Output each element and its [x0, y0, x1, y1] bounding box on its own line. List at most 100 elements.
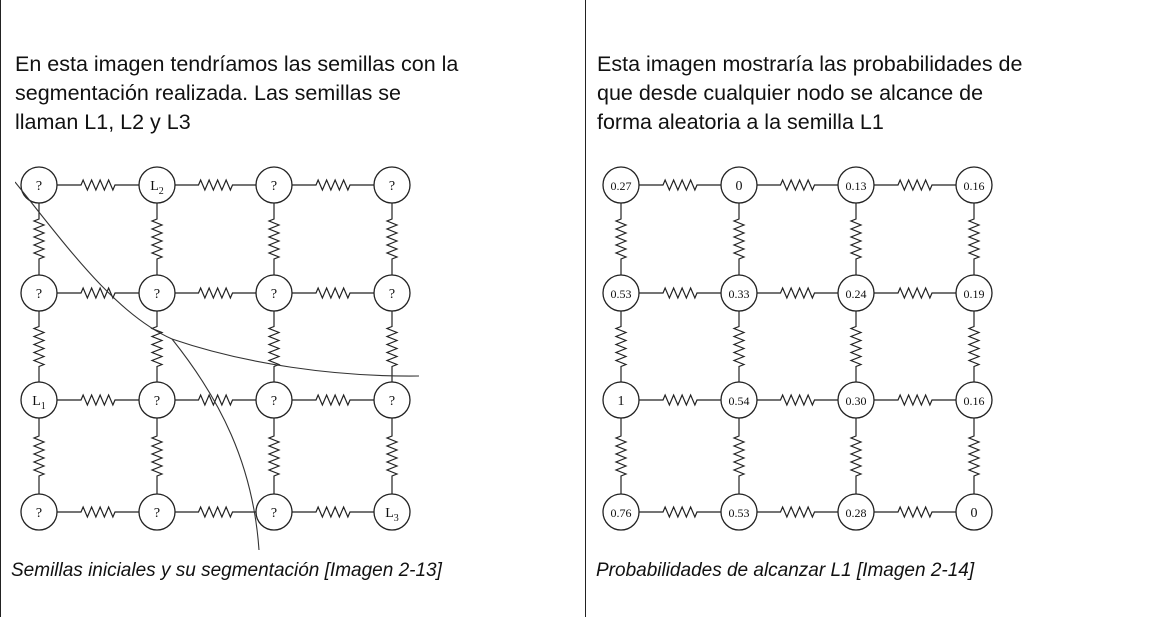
resistor-edge: [385, 311, 399, 382]
resistor-edge: [732, 311, 746, 382]
node-label: ?: [389, 394, 395, 409]
node-label: 0.19: [964, 287, 985, 301]
resistor-edge: [150, 311, 164, 382]
node-label: 0.54: [729, 394, 750, 408]
resistor-edge: [732, 203, 746, 275]
right-column: Esta imagen mostraría las probabilidades…: [586, 0, 1153, 617]
grid-node: [255, 493, 293, 531]
grid-node: [955, 493, 993, 531]
node-label: 0.30: [846, 394, 867, 408]
node-label: ?: [36, 179, 42, 194]
grid-node: [837, 381, 875, 419]
probability-figure: 0.27 0 0.13 0.16 0.53 0.33 0.24 0.19 1 0.54 0.30 0.…: [602, 166, 993, 531]
grid-node: [837, 274, 875, 312]
resistor-edge: [967, 203, 981, 275]
node-label: 0.53: [729, 506, 750, 520]
grid-node: [373, 274, 411, 312]
resistor-edge: [849, 203, 863, 275]
description-line: En esta imagen tendríamos las semillas c…: [15, 52, 459, 76]
node-label: ?: [271, 179, 277, 194]
resistor-edge: [267, 203, 281, 275]
resistor-edge: [175, 178, 256, 192]
description-line: que desde cualquier nodo se alcance de: [597, 81, 984, 105]
node-label: 0.24: [846, 287, 867, 301]
grid-node: [602, 381, 640, 419]
resistor-edge: [849, 311, 863, 382]
segmentation-boundary: [15, 181, 420, 377]
node-label: ?: [271, 506, 277, 521]
description-line: Esta imagen mostraría las probabilidades…: [597, 52, 1023, 76]
grid-node: [373, 493, 411, 531]
grid-node: [602, 274, 640, 312]
grid-node: [20, 381, 58, 419]
grid-node: [837, 493, 875, 531]
resistor-edge: [57, 178, 139, 192]
resistor-edge: [175, 505, 256, 519]
resistor-edge: [57, 505, 139, 519]
resistor-edge: [639, 178, 721, 192]
node-label: 0: [971, 506, 978, 521]
node-label: 0.27: [611, 179, 632, 193]
grid-node: [955, 166, 993, 204]
left-description: En esta imagen tendríamos las semillas c…: [15, 50, 575, 137]
grid-node: [255, 274, 293, 312]
node-label: ?: [389, 179, 395, 194]
grid-node: [138, 493, 176, 531]
node-label: 0.53: [611, 287, 632, 301]
resistor-edge: [175, 393, 256, 407]
grid-node: [720, 493, 758, 531]
node-label: ?: [389, 287, 395, 302]
seed-segmentation-figure: ?L2??????L1??????L3: [15, 166, 420, 550]
grid-node: [20, 274, 58, 312]
node-label: 0.33: [729, 287, 750, 301]
node-label: ?: [36, 506, 42, 521]
resistor-edge: [32, 203, 46, 275]
grid-node: [138, 381, 176, 419]
resistor-edge: [874, 286, 956, 300]
grid-node: [20, 166, 58, 204]
left-caption: Semillas iniciales y su segmentación [Im…: [11, 560, 442, 581]
node-label: ?: [36, 287, 42, 302]
resistor-edge: [32, 418, 46, 494]
resistor-edge: [732, 418, 746, 494]
node-label: 0.13: [846, 179, 867, 193]
grid-node: [720, 274, 758, 312]
resistor-edge: [757, 505, 838, 519]
grid-node: [955, 381, 993, 419]
resistor-edge: [757, 178, 838, 192]
node-label: 0: [736, 179, 743, 194]
resistor-edge: [639, 393, 721, 407]
right-caption: Probabilidades de alcanzar L1 [Imagen 2-…: [596, 560, 975, 581]
grid-node: [138, 166, 176, 204]
resistor-edge: [639, 286, 721, 300]
right-description: Esta imagen mostraría las probabilidades…: [597, 50, 1153, 137]
resistor-edge: [292, 393, 374, 407]
grid-node: [720, 381, 758, 419]
node-label: ?: [271, 394, 277, 409]
resistor-edge: [175, 286, 256, 300]
resistor-edge: [849, 418, 863, 494]
node-label: ?: [271, 287, 277, 302]
node-label: ?: [154, 394, 160, 409]
description-line: segmentación realizada. Las semillas se: [15, 81, 402, 105]
resistor-edge: [967, 418, 981, 494]
resistor-edge: [874, 178, 956, 192]
segmentation-boundary: [171, 338, 260, 550]
grid-node: [373, 166, 411, 204]
resistor-edge: [385, 203, 399, 275]
grid-node: [602, 166, 640, 204]
node-label: 0.16: [964, 394, 985, 408]
grid-node: [255, 166, 293, 204]
resistor-edge: [967, 311, 981, 382]
resistor-edge: [292, 178, 374, 192]
resistor-edge: [32, 311, 46, 382]
resistor-edge: [292, 286, 374, 300]
resistor-edge: [757, 393, 838, 407]
node-label: 1: [618, 394, 625, 409]
node-label: 0.28: [846, 506, 867, 520]
node-label: 0.16: [964, 179, 985, 193]
resistor-edge: [614, 311, 628, 382]
grid-node: [720, 166, 758, 204]
node-label: ?: [154, 287, 160, 302]
description-line: forma aleatoria a la semilla L1: [597, 110, 884, 134]
